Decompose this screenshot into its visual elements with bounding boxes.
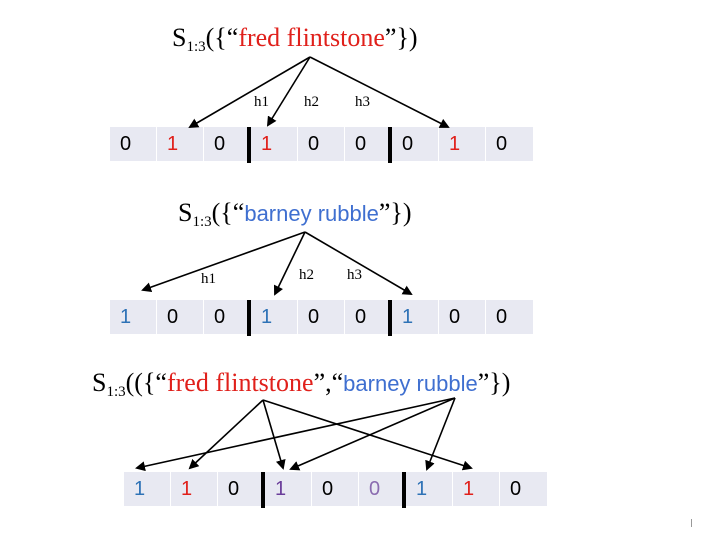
bit-value: 1 [275,478,287,500]
arrow-h2 [273,231,306,296]
bit-cell: 0 [110,127,157,161]
bit-cell: 0 [388,127,439,163]
bit-cell: 1 [124,472,171,506]
arrow-h2 [266,56,311,127]
hash-partition-divider [388,300,392,336]
bit-value: 1 [261,133,273,155]
arrow-fred [262,399,473,471]
title-subscript: 1:3 [192,214,212,230]
slide-page-mark [691,519,692,527]
title-separator: ”,“ [313,368,344,397]
bit-cell: 0 [439,300,486,334]
title-function: S [172,23,187,52]
title-open: ({“ [211,198,245,227]
hash-partition-divider [247,127,251,163]
hash-label-h2: h2 [304,94,319,110]
bit-cell: 0 [204,127,251,161]
arrow-fred [188,399,264,470]
bit-cell: 0 [345,127,392,161]
title-item-barney: barney rubble [343,371,478,396]
title-item-fred: fred flintstone [238,23,385,52]
title-item-barney: barney rubble [244,201,379,226]
bit-array-1: 0 1 0 1 0 0 0 1 0 [110,127,533,163]
arrow-h1 [141,231,306,293]
title-close: ”}) [378,198,412,227]
bit-cell: 0 [486,127,533,161]
bit-cell: 1 [439,127,486,161]
hash-label-h3: h3 [347,267,362,283]
title-function: S [178,198,193,227]
bit-cell: 1 [247,127,298,163]
bit-cell: 1 [110,300,157,334]
hash-partition-divider [388,127,392,163]
bit-array-2: 1 0 0 1 0 0 1 0 0 [110,300,533,336]
bit-value: 1 [416,478,428,500]
diagram1-title: S1:3({“fred flintstone”}) [172,23,418,55]
hash-label-h1: h1 [254,94,269,110]
bit-cell: 0 [312,472,359,506]
arrow-h3 [304,231,413,296]
bit-cell: 0 [204,300,251,334]
arrow-h1 [188,56,311,129]
bit-cell: 0 [500,472,547,506]
hash-partition-divider [402,472,406,508]
title-close: ”}) [384,23,418,52]
bit-cell: 1 [261,472,312,508]
bit-cell: 1 [157,127,204,161]
bit-cell: 1 [247,300,298,336]
bit-value: 1 [402,306,414,328]
title-subscript: 1:3 [186,39,206,55]
title-open: (({“ [125,368,167,397]
bit-value: 0 [402,133,414,155]
bit-cell: 0 [298,300,345,334]
hash-partition-divider [247,300,251,336]
hash-label-h1: h1 [201,271,216,287]
bit-cell: 0 [218,472,265,506]
bit-cell: 1 [402,472,453,508]
title-open: ({“ [205,23,239,52]
arrow-barney [425,397,456,471]
bit-value: 1 [261,306,273,328]
arrow-h3 [309,56,450,128]
bit-cell: 0 [298,127,345,161]
arrow-barney [135,397,456,472]
hash-label-h3: h3 [355,94,370,110]
diagram2-title: S1:3({“barney rubble”}) [178,198,412,230]
bit-cell: 0 [359,472,406,506]
arrow-barney [289,397,456,471]
bit-cell: 1 [171,472,218,506]
title-close: ”}) [477,368,511,397]
bit-cell: 0 [486,300,533,334]
title-function: S [92,368,107,397]
diagram3-title: S1:3(({“fred flintstone”,“barney rubble”… [92,368,511,400]
arrow-fred [262,399,286,470]
title-subscript: 1:3 [106,384,126,400]
bit-array-3: 1 1 0 1 0 0 1 1 0 [124,472,547,508]
bit-cell: 0 [157,300,204,334]
hash-partition-divider [261,472,265,508]
title-item-fred: fred flintstone [166,368,314,397]
bit-cell: 1 [388,300,439,336]
hash-label-h2: h2 [299,267,314,283]
bit-cell: 1 [453,472,500,506]
